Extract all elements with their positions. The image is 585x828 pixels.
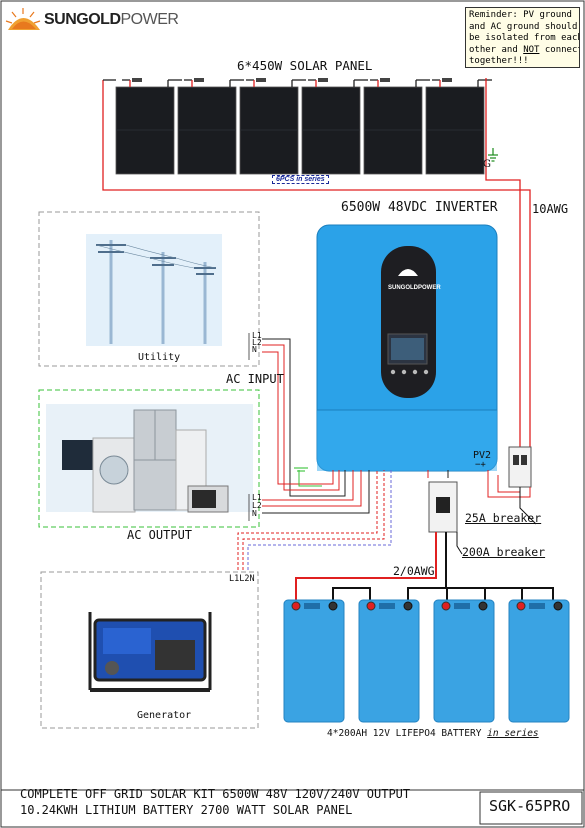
- inverter-logo-text: SUNGOLDPOWER: [388, 285, 441, 291]
- battery-module: [283, 599, 345, 723]
- solar-panel: [363, 78, 430, 175]
- model-box: [479, 791, 583, 825]
- logo-sun-icon: [5, 8, 41, 30]
- battery-bank: [283, 599, 570, 723]
- pv-wiring: [102, 78, 531, 450]
- solar-panel-array: [115, 78, 492, 175]
- ac-input-label: AC INPUT: [226, 372, 284, 386]
- pv2-polarity: −+: [475, 460, 486, 470]
- generator-label: Generator: [137, 710, 192, 721]
- utility-poles-image: [86, 234, 222, 346]
- ground-label: G: [483, 159, 491, 170]
- model-number: SGK-65PRO: [489, 797, 571, 815]
- brand-logo-text: SUNGOLDPOWER: [44, 11, 179, 28]
- generator-terminals: L1L2N: [229, 574, 255, 584]
- pv-breaker-label: 25A breaker: [465, 511, 542, 525]
- ac-output-box: [38, 389, 260, 528]
- battery-wiring: [295, 532, 554, 600]
- footer-line-2: 10.24KWH LITHIUM BATTERY 2700 WATT SOLAR…: [20, 803, 353, 817]
- appliances-image: [46, 404, 253, 513]
- utility-box: [38, 211, 260, 367]
- pv2-label: PV2: [473, 450, 492, 461]
- battery-breaker: [427, 470, 463, 555]
- ac-ground-icon: [294, 467, 308, 472]
- inverter-title: 6500W 48VDC INVERTER: [341, 200, 498, 215]
- pv-breaker: [487, 446, 532, 498]
- battery-module: [358, 599, 420, 723]
- inverter-unit: [316, 224, 498, 472]
- utility-label: Utility: [138, 352, 181, 363]
- ac-output-label: AC OUTPUT: [127, 528, 193, 542]
- generator-box: [40, 571, 259, 729]
- battery-label: 4*200AH 12V LIFEPO4 BATTERY in series: [327, 728, 539, 739]
- solar-panel: [301, 78, 368, 175]
- battery-gauge-label: 2/0AWG: [393, 564, 435, 578]
- battery-breaker-label: 200A breaker: [462, 545, 546, 559]
- pv-gauge-label: 10AWG: [532, 202, 569, 216]
- battery-module: [433, 599, 495, 723]
- generator-image: [84, 600, 218, 700]
- solar-panel: [177, 78, 244, 175]
- solar-panel: [115, 78, 182, 175]
- reminder-note: Reminder: PV ground and AC ground should…: [465, 7, 580, 68]
- solar-panel-title: 6*450W SOLAR PANEL: [237, 58, 373, 73]
- series-label: 6PCS in series: [272, 175, 329, 184]
- ac-wiring: [237, 338, 392, 570]
- footer-line-1: COMPLETE OFF GRID SOLAR KIT 6500W 48V 12…: [20, 787, 411, 801]
- battery-module: [508, 599, 570, 723]
- pv-breaker-pointer: [519, 487, 537, 525]
- solar-panel: [239, 78, 306, 175]
- solar-panel: [425, 78, 492, 175]
- pv-ground-icon: [488, 148, 498, 162]
